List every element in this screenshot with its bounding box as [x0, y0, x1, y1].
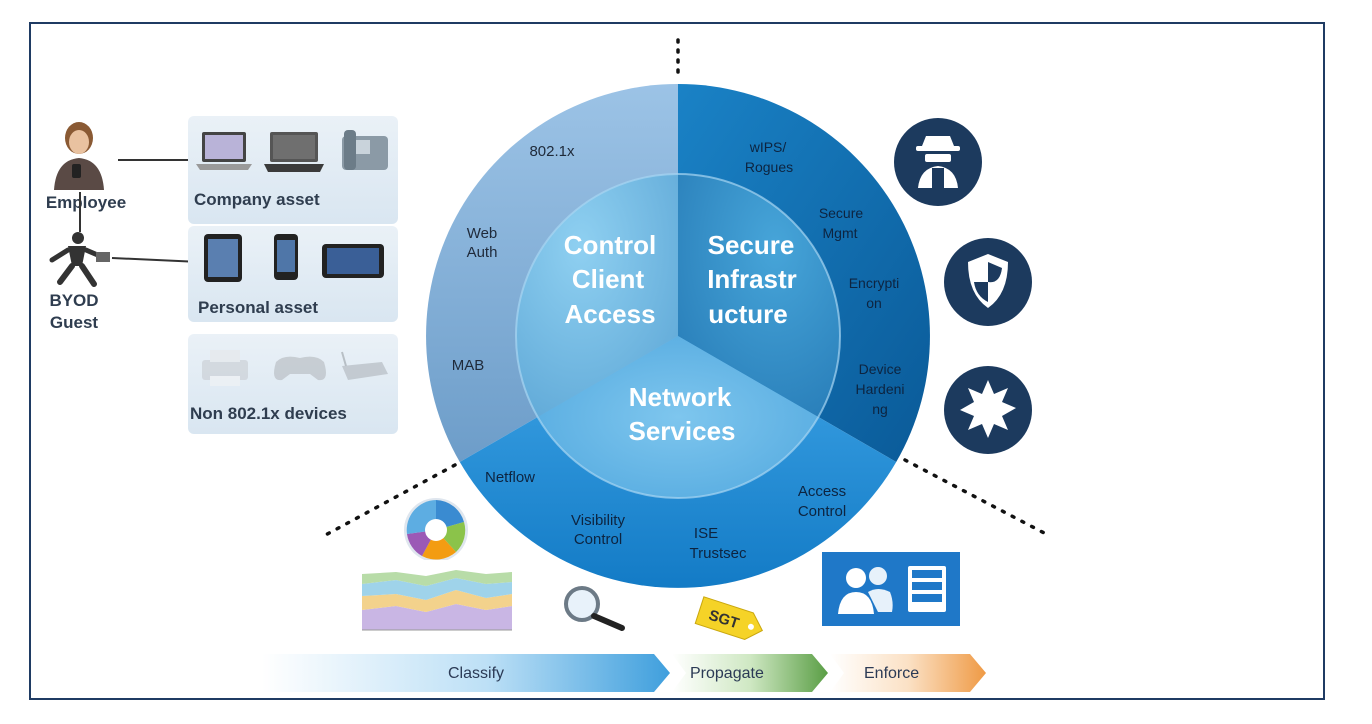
- personal-asset-label: Personal asset: [198, 298, 319, 317]
- label-access-1: Access: [798, 483, 846, 500]
- classify-label: Classify: [448, 665, 505, 682]
- pie-chart-icon: [404, 498, 468, 562]
- smartphone-icon: [274, 234, 298, 280]
- inner-secure-line1: Secure: [708, 230, 795, 260]
- personal-asset-panel: Personal asset: [188, 226, 398, 322]
- inner-secure-line3: ucture: [708, 299, 787, 329]
- company-devices: [196, 130, 388, 172]
- enforce-label: Enforce: [864, 665, 920, 682]
- shield-icon: [944, 238, 1032, 326]
- sgt-tag-icon: SGT: [694, 596, 764, 641]
- label-hardening-1: Device: [859, 361, 902, 377]
- router-icon: [341, 351, 388, 380]
- inner-control-line3: Access: [564, 299, 655, 329]
- byod-guest-line1: BYOD: [49, 291, 99, 310]
- label-encryption-2: on: [866, 295, 882, 311]
- label-encryption-1: Encrypti: [849, 275, 900, 291]
- label-8021x: 802.1x: [529, 143, 575, 160]
- label-mab: MAB: [452, 357, 485, 374]
- inner-control-line1: Control: [564, 230, 656, 260]
- label-wips-1: wIPS/: [749, 139, 787, 155]
- propagate-arrow: [672, 654, 828, 692]
- company-asset-label: Company asset: [194, 190, 320, 209]
- inner-sector-secure: [678, 174, 841, 417]
- magnifier-icon: [564, 586, 625, 631]
- separator-left: [318, 463, 457, 540]
- inner-sector-control: [515, 174, 678, 417]
- inner-network-line2: Services: [629, 416, 736, 446]
- label-netflow: Netflow: [485, 469, 535, 486]
- label-webauth-1: Web: [467, 225, 498, 242]
- inner-sector-network: [537, 336, 819, 499]
- inner-control-line2: Client: [572, 264, 645, 294]
- byod-guest-line2: Guest: [49, 313, 99, 332]
- classify-arrow: [262, 654, 670, 692]
- label-visibility-2: Control: [574, 531, 622, 548]
- burst-icon: [944, 366, 1032, 454]
- notebook-icon: [264, 132, 324, 172]
- label-wips-2: Rogues: [745, 159, 793, 175]
- enforce-arrow: [830, 654, 986, 692]
- inner-network-line1: Network: [629, 382, 732, 412]
- label-webauth-2: Auth: [467, 244, 498, 261]
- non-8021x-panel: Non 802.1x devices: [188, 334, 398, 434]
- label-hardening-2: Hardeni: [855, 381, 904, 397]
- gamepad-icon: [274, 356, 326, 381]
- printer-icon: [202, 350, 248, 386]
- users-server-icon: [822, 552, 960, 626]
- label-visibility-1: Visibility: [571, 512, 625, 529]
- tablet-landscape-icon: [322, 244, 384, 278]
- tablet-icon: [204, 234, 242, 282]
- company-asset-panel: Company asset: [188, 116, 398, 224]
- non-8021x-label: Non 802.1x devices: [190, 404, 347, 423]
- personal-devices: [204, 234, 384, 282]
- label-securemgmt-2: Mgmt: [823, 225, 858, 241]
- byod-guest-label: BYOD Guest: [34, 290, 114, 334]
- employee-icon: [54, 122, 104, 190]
- ip-phone-icon: [342, 130, 388, 170]
- byod-guest-icon: [49, 232, 110, 287]
- label-ise-2: Trustsec: [690, 545, 747, 562]
- label-securemgmt-1: Secure: [819, 205, 864, 221]
- propagate-label: Propagate: [690, 665, 764, 682]
- separator-right: [903, 458, 1050, 537]
- non-8021x-devices: [202, 350, 388, 386]
- spy-icon: [894, 118, 982, 206]
- label-ise-1: ISE: [694, 525, 718, 542]
- employee-label: Employee: [45, 193, 127, 212]
- label-access-2: Control: [798, 503, 846, 520]
- area-chart-icon: [356, 560, 518, 638]
- laptop-icon: [196, 132, 252, 170]
- inner-secure-line2: Infrastr: [707, 264, 797, 294]
- label-hardening-3: ng: [872, 401, 888, 417]
- security-wheel: Control Client Access Secure Infrastr uc…: [426, 84, 930, 588]
